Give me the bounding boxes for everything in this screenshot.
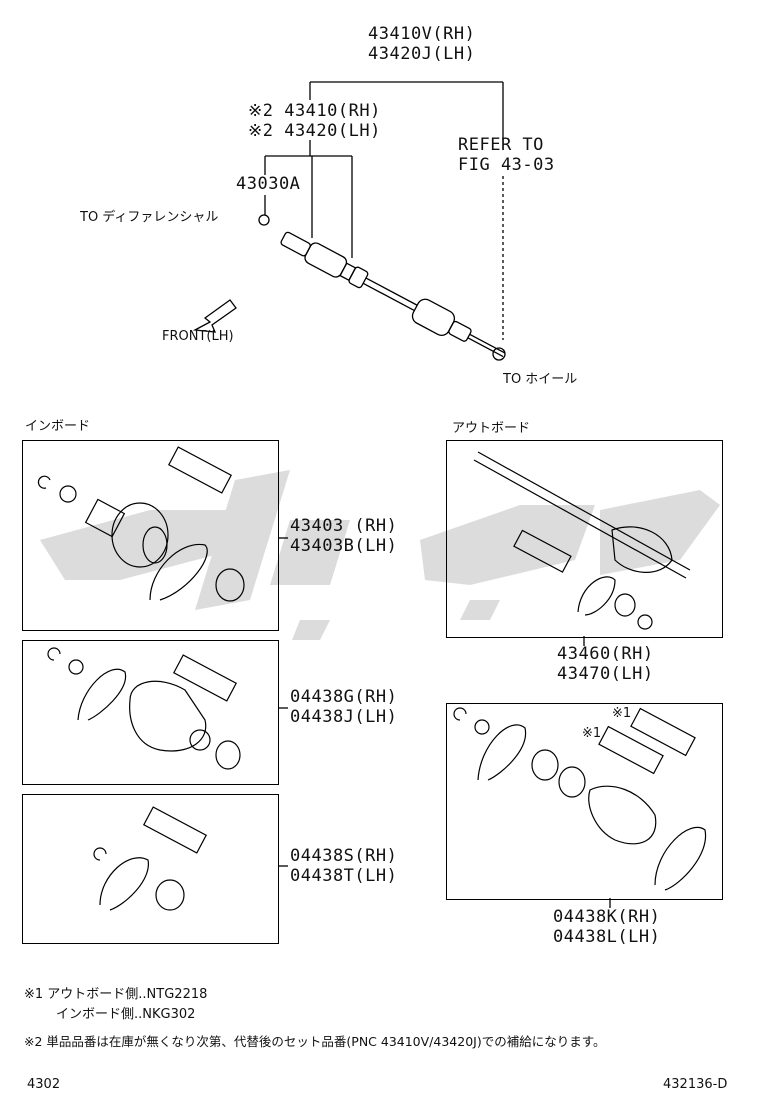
- to-wheel-label: TO ホイール: [503, 372, 578, 387]
- outboard-boot-kit-parts: [453, 707, 707, 891]
- assembly-part-rh: 43410V(RH): [368, 24, 476, 44]
- inboard-band-kit-box: [22, 794, 279, 944]
- refer-to-line2: FIG 43-03: [458, 155, 555, 175]
- inboard-band-kit-rh: 04438S(RH): [290, 846, 398, 866]
- part-43030a: 43030A: [236, 174, 301, 194]
- inboard-joint-box: [22, 440, 279, 631]
- inboard-joint-rh: 43403 (RH): [290, 516, 398, 536]
- outboard-section-title: アウトボード: [452, 421, 531, 436]
- assembly-part-lh: 43420J(LH): [368, 44, 476, 64]
- inboard-boot-kit-lh: 04438J(LH): [290, 707, 398, 727]
- shaft-part-lh: ※2 43420(LH): [248, 121, 381, 141]
- inboard-boot-kit-parts: [47, 647, 241, 770]
- note-mark-1b: ※1: [582, 726, 602, 741]
- outboard-boot-kit-lh: 04438L(LH): [553, 927, 661, 947]
- outboard-boot-kit-box: [446, 703, 723, 900]
- inboard-band-kit-parts: [93, 806, 207, 911]
- note-1-line2: インボード側..NKG302: [56, 1007, 196, 1022]
- page-number: 4302: [27, 1077, 61, 1092]
- inboard-joint-parts: [37, 446, 245, 602]
- outboard-joint-parts: [473, 451, 691, 630]
- inboard-joint-lh: 43403B(LH): [290, 536, 398, 556]
- outboard-joint-lh: 43470(LH): [557, 664, 654, 684]
- front-direction-label: FRONT(LH): [162, 329, 234, 344]
- inboard-boot-kit-rh: 04438G(RH): [290, 687, 398, 707]
- figure-id: 432136-D: [663, 1077, 728, 1092]
- outboard-joint-rh: 43460(RH): [557, 644, 654, 664]
- inboard-boot-kit-box: [22, 640, 279, 785]
- shaft-part-rh: ※2 43410(RH): [248, 101, 381, 121]
- note-1-line1: ※1 アウトボード側..NTG2218: [24, 987, 208, 1002]
- refer-to-line1: REFER TO: [458, 135, 544, 155]
- note-mark-1a: ※1: [612, 706, 632, 721]
- outboard-joint-box: [446, 440, 723, 638]
- note-2: ※2 単品品番は在庫が無くなり次第、代替後のセット品番(PNC 43410V/4…: [24, 1034, 606, 1049]
- to-differential-label: TO ディファレンシャル: [80, 210, 219, 225]
- inboard-band-kit-lh: 04438T(LH): [290, 866, 398, 886]
- inboard-section-title: インボード: [25, 419, 91, 434]
- outboard-boot-kit-rh: 04438K(RH): [553, 907, 661, 927]
